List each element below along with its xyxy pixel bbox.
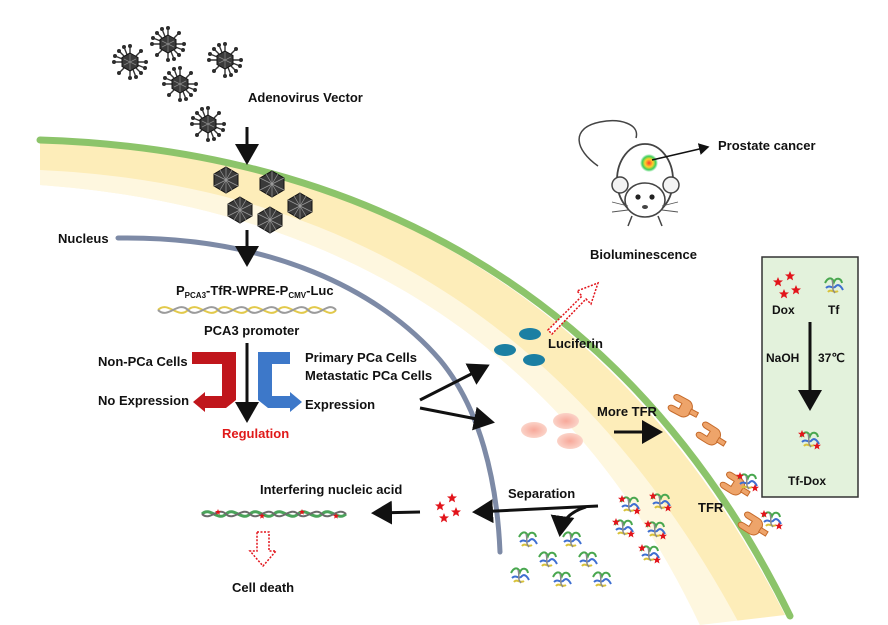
separation-label: Separation — [508, 486, 575, 501]
to-luciferin-arrow — [419, 363, 490, 402]
primary-pca-label: Primary PCa Cells — [305, 350, 417, 365]
mouse-icon — [578, 120, 680, 227]
construct-label: PPCA3-TfR-WPRE-PCMV-Luc — [176, 283, 334, 300]
tfr-label: TFR — [698, 500, 724, 515]
receptor-icon — [666, 392, 702, 424]
cell-death-arrow — [248, 531, 278, 568]
metastatic-pca-label: Metastatic PCa Cells — [305, 368, 432, 383]
blue-block-arrow — [258, 352, 302, 412]
cell-death-label: Cell death — [232, 580, 294, 595]
red-block-arrow — [192, 352, 236, 412]
inset-product-label: Tf-Dox — [788, 474, 826, 488]
tfr-expression-blobs — [521, 413, 583, 449]
cell-membrane — [36, 136, 794, 620]
virus-icon — [206, 41, 244, 79]
prostate-cancer-label: Prostate cancer — [718, 138, 816, 153]
virus-icon — [149, 25, 187, 63]
bioluminescence-arrow — [546, 281, 600, 336]
dox-stars — [435, 493, 461, 523]
prostate-cancer-pointer — [651, 143, 710, 161]
free-tf-molecules — [510, 531, 612, 588]
damaged-dna — [200, 509, 348, 519]
virus-icon — [111, 43, 149, 81]
separation-branch — [550, 505, 587, 537]
inset-naoh-label: NaOH — [766, 351, 799, 365]
virus-icon — [161, 65, 199, 103]
interfering-label: Interfering nucleic acid — [260, 482, 402, 497]
separation-arrow — [472, 499, 599, 524]
tf-dox-inset: Dox Tf NaOH 37℃ Tf-Dox — [761, 256, 859, 498]
non-pca-label: Non-PCa Cells — [98, 354, 188, 369]
more-tfr-label: More TFR — [597, 404, 658, 419]
to-dna-arrow — [371, 500, 421, 525]
regulation-label: Regulation — [222, 426, 289, 441]
no-expression-label: No Expression — [98, 393, 189, 408]
virus-icon — [189, 105, 227, 143]
adenovirus-particles — [111, 25, 244, 143]
expression-label: Expression — [305, 397, 375, 412]
dna-helix — [157, 306, 337, 314]
luciferin-molecules — [494, 328, 545, 366]
bioluminescence-label: Bioluminescence — [590, 247, 697, 262]
nucleus-membrane — [115, 235, 503, 555]
nucleus-label: Nucleus — [58, 231, 109, 246]
luciferin-label: Luciferin — [548, 336, 603, 351]
adenovirus-label: Adenovirus Vector — [248, 90, 363, 105]
receptor-icon — [694, 420, 730, 453]
to-tfr-arrow — [419, 406, 495, 431]
inset-temp-label: 37℃ — [818, 351, 845, 365]
inset-dox-label: Dox — [772, 303, 795, 317]
promoter-label: PCA3 promoter — [204, 323, 299, 338]
inset-tf-label: Tf — [828, 303, 840, 317]
